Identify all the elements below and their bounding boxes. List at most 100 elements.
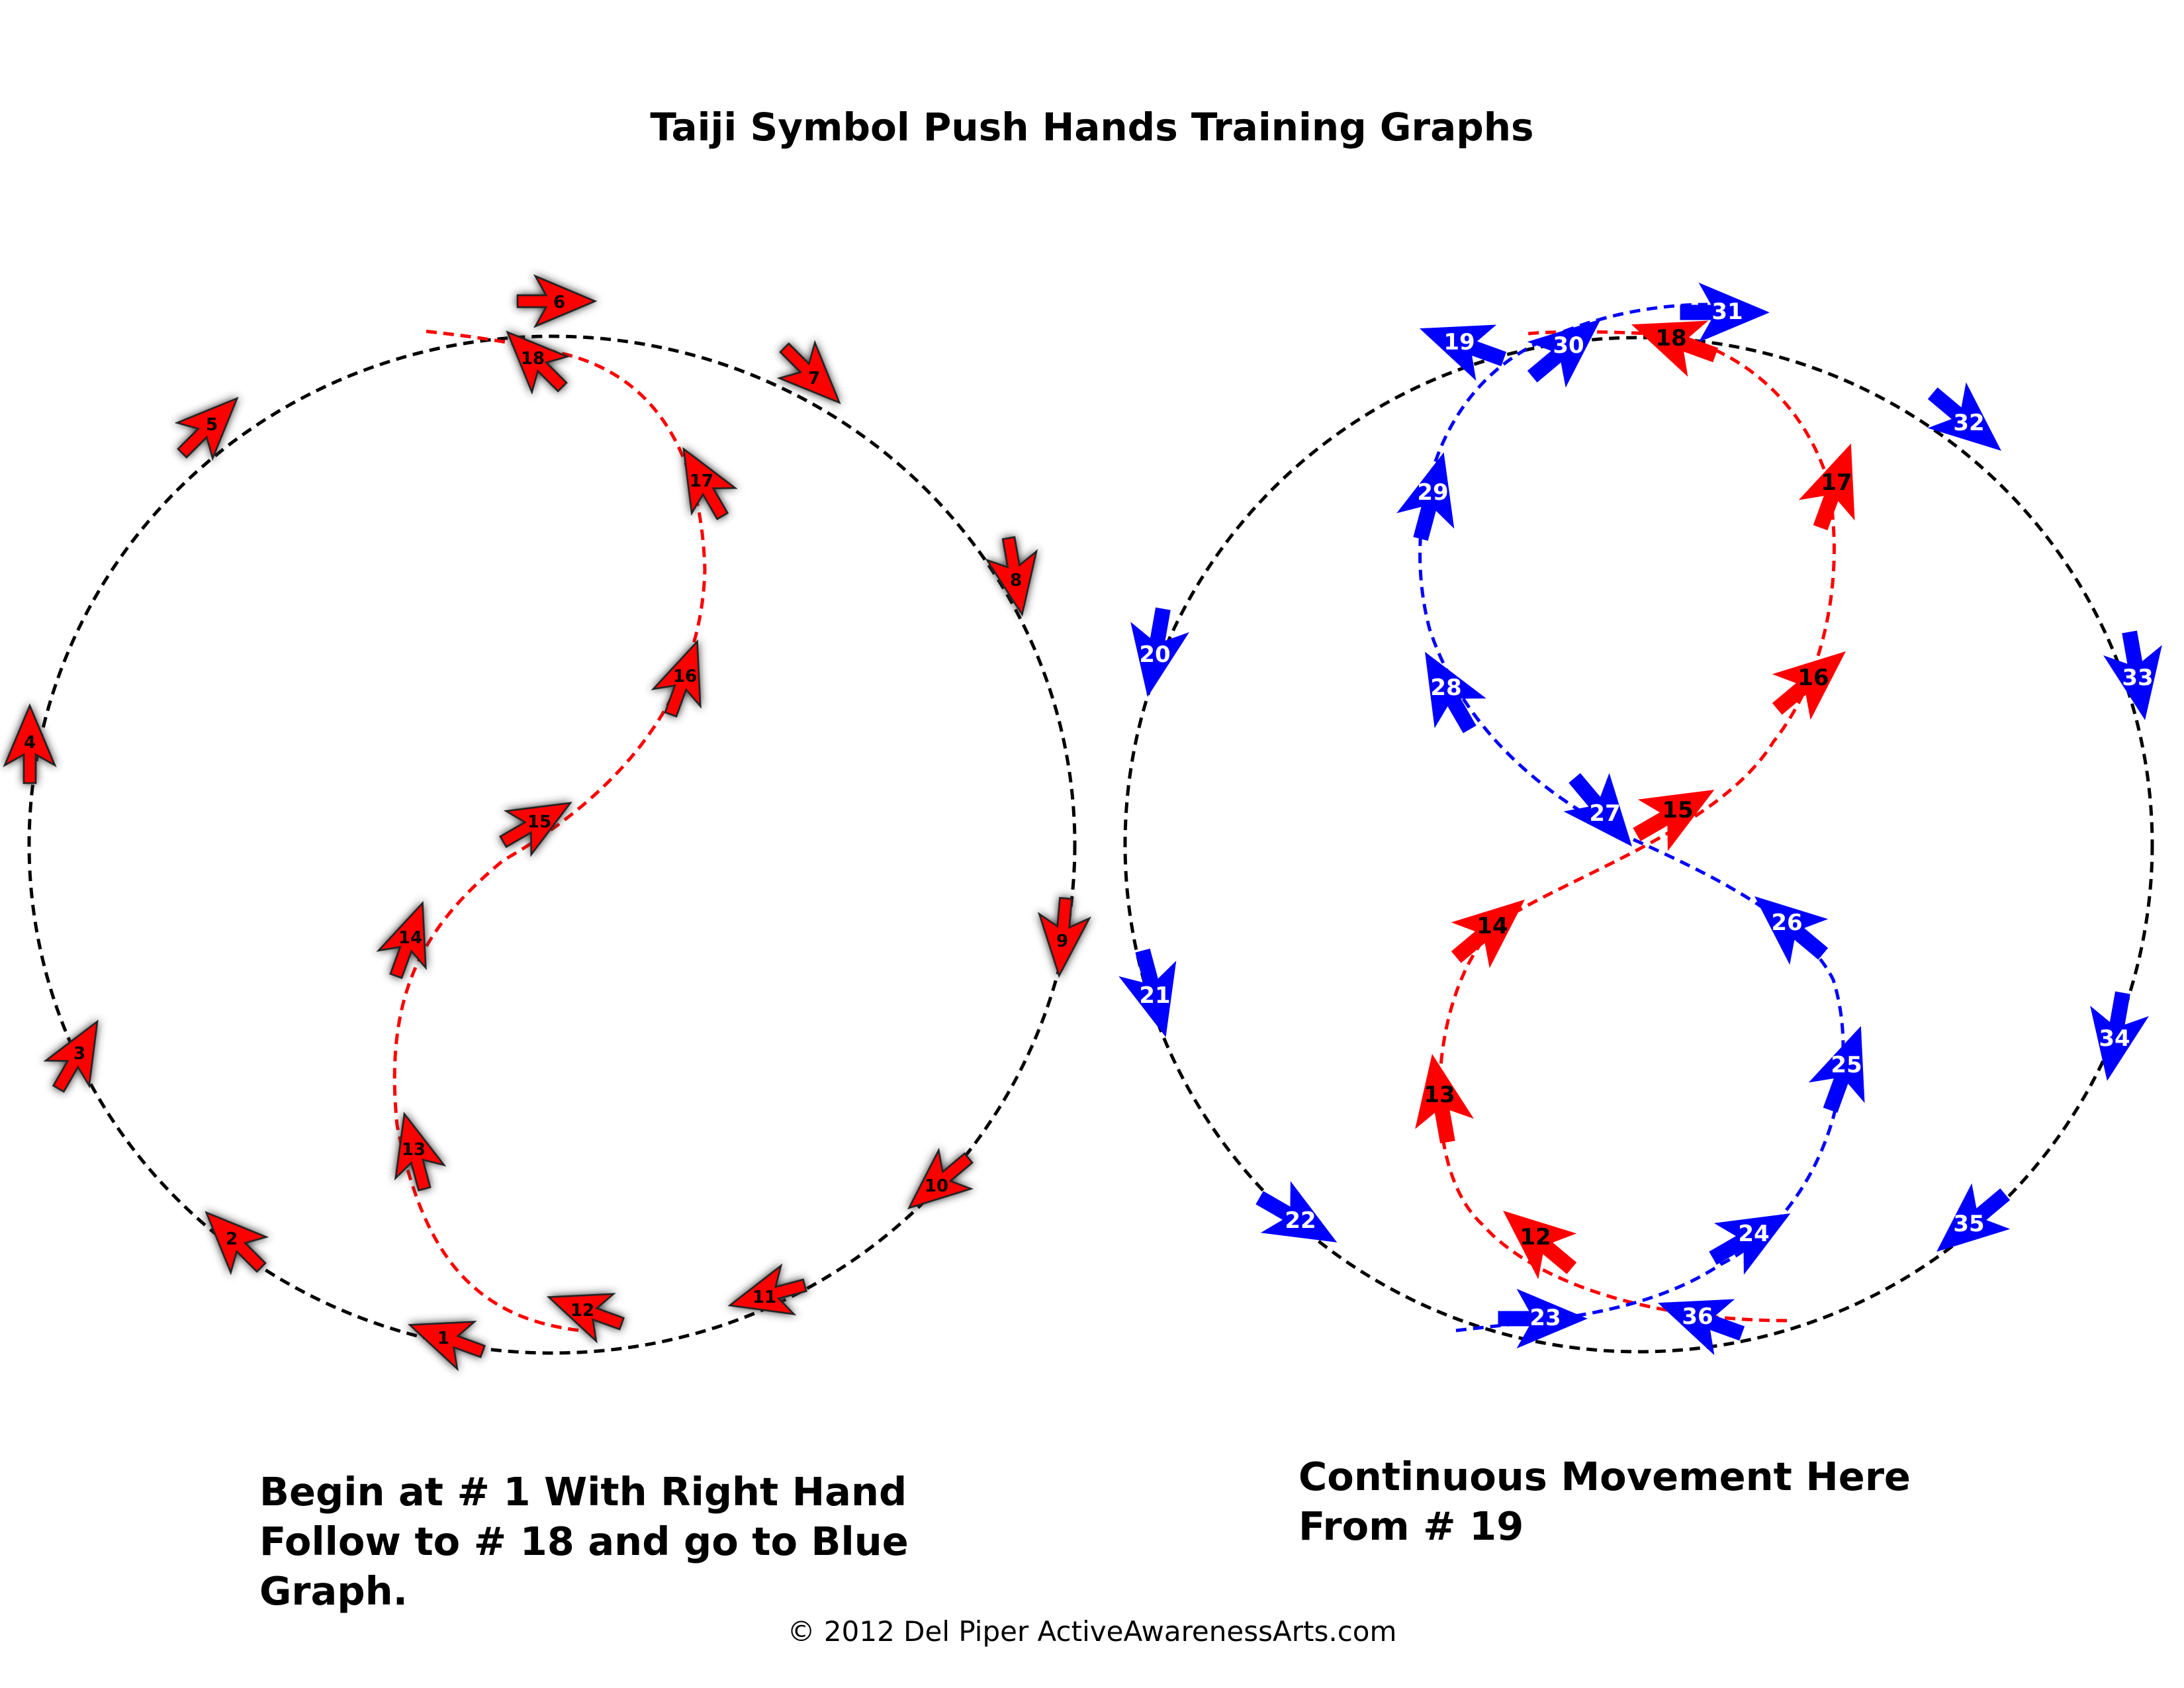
arrow-label-10: 10	[925, 1176, 948, 1196]
arrow-label-5: 5	[206, 415, 218, 435]
arrow-marker-12	[546, 1293, 625, 1344]
arrow-marker-24	[1709, 1213, 1791, 1275]
right-graph: 1213141516171819202122232425262728293031…	[1118, 282, 2162, 1356]
arrow-marker-20	[1130, 607, 1189, 697]
left-caption-line-3: Graph.	[259, 1568, 408, 1614]
arrow-label-25: 25	[1831, 1052, 1862, 1078]
left-caption-line-1: Begin at # 1 With Right Hand	[259, 1469, 907, 1515]
arrow-label-15: 15	[1662, 797, 1693, 823]
arrow-marker-31	[1680, 282, 1770, 343]
arrow-marker-8	[985, 536, 1038, 617]
diagram-title: Taiji Symbol Push Hands Training Graphs	[650, 105, 1534, 150]
right-blue-figure-eight-path	[1418, 303, 1845, 1333]
arrow-label-33: 33	[2122, 665, 2153, 691]
arrow-label-18: 18	[521, 349, 545, 369]
arrow-label-2: 2	[226, 1229, 238, 1249]
arrow-marker-17	[682, 447, 738, 520]
arrow-marker-16	[1772, 651, 1846, 720]
arrow-label-14: 14	[398, 928, 422, 948]
arrow-marker-5	[174, 397, 239, 461]
arrow-label-12: 12	[1520, 1224, 1551, 1250]
arrow-label-24: 24	[1738, 1221, 1769, 1247]
arrow-marker-36	[1657, 1299, 1745, 1356]
left-instructions: Begin at # 1 With Right Hand Follow to #…	[259, 1467, 987, 1616]
arrow-label-17: 17	[690, 471, 713, 491]
arrow-marker-12	[1503, 1210, 1577, 1280]
arrow-label-8: 8	[1010, 571, 1022, 590]
right-caption-line-2: From # 19	[1298, 1503, 1524, 1549]
arrow-label-12: 12	[570, 1301, 594, 1321]
arrow-marker-14	[376, 900, 427, 980]
arrow-label-36: 36	[1682, 1303, 1713, 1330]
arrow-label-1: 1	[437, 1329, 449, 1348]
arrow-label-6: 6	[553, 293, 565, 312]
arrow-label-11: 11	[752, 1288, 776, 1307]
arrow-label-9: 9	[1056, 931, 1068, 951]
arrow-label-35: 35	[1953, 1211, 1984, 1237]
arrow-marker-33	[2103, 630, 2162, 720]
arrow-marker-17	[1798, 443, 1855, 531]
arrow-marker-26	[1754, 896, 1829, 965]
arrow-marker-13	[394, 1111, 447, 1192]
arrow-label-4: 4	[24, 733, 36, 753]
arrow-marker-29	[1396, 452, 1455, 541]
right-arrow-markers: 1213141516171819202122232425262728293031…	[1118, 282, 2162, 1356]
arrow-label-16: 16	[1797, 665, 1829, 691]
arrow-label-3: 3	[73, 1044, 85, 1064]
arrow-label-13: 13	[1424, 1082, 1455, 1108]
arrow-label-28: 28	[1430, 675, 1461, 701]
arrow-marker-19	[1419, 324, 1507, 381]
left-outer-circle	[27, 334, 1077, 1355]
right-outer-circle	[1123, 336, 2154, 1354]
arrow-marker-34	[2090, 991, 2149, 1081]
arrow-label-34: 34	[2099, 1025, 2130, 1052]
arrow-label-19: 19	[1443, 329, 1475, 355]
arrow-marker-6	[516, 274, 598, 328]
right-red-figure-eight-path	[1437, 330, 1836, 1323]
right-caption-line-1: Continuous Movement Here	[1298, 1454, 1911, 1499]
arrow-marker-35	[1936, 1183, 2011, 1252]
arrow-label-26: 26	[1771, 910, 1802, 936]
arrow-marker-14	[1451, 899, 1525, 968]
arrow-marker-30	[1527, 318, 1601, 388]
arrow-label-15: 15	[527, 812, 551, 832]
arrow-label-13: 13	[402, 1140, 426, 1160]
copyright-notice: © 2012 Del Piper ActiveAwarenessArts.com	[787, 1615, 1397, 1648]
right-instructions: Continuous Movement Here From # 19	[1298, 1452, 2026, 1551]
arrow-label-20: 20	[1139, 641, 1170, 668]
arrow-marker-7	[776, 340, 841, 404]
left-caption-line-2: Follow to # 18 and go to Blue	[259, 1519, 909, 1564]
arrow-marker-15	[499, 802, 572, 857]
arrow-label-22: 22	[1285, 1207, 1316, 1234]
arrow-marker-21	[1118, 948, 1177, 1037]
arrow-label-7: 7	[808, 369, 820, 389]
arrow-label-14: 14	[1477, 913, 1508, 939]
arrow-marker-27	[1563, 773, 1633, 847]
arrow-marker-18	[1631, 320, 1719, 377]
arrow-label-23: 23	[1529, 1305, 1561, 1331]
arrow-label-16: 16	[673, 667, 697, 686]
arrow-marker-4	[3, 703, 57, 784]
arrow-label-32: 32	[1953, 410, 1984, 436]
arrow-marker-13	[1415, 1054, 1474, 1144]
arrow-label-18: 18	[1655, 325, 1686, 352]
arrow-marker-18	[506, 330, 570, 395]
arrow-marker-25	[1808, 1025, 1865, 1113]
arrow-label-29: 29	[1417, 479, 1448, 506]
arrow-marker-9	[1037, 896, 1091, 978]
arrow-marker-15	[1633, 790, 1715, 851]
arrow-label-30: 30	[1553, 332, 1584, 359]
arrow-marker-1	[407, 1321, 486, 1372]
left-s-curve-path	[392, 329, 707, 1334]
arrow-marker-3	[43, 1019, 99, 1093]
arrow-marker-32	[1927, 382, 2001, 451]
arrow-marker-16	[651, 639, 702, 718]
arrow-marker-2	[205, 1211, 269, 1276]
arrow-label-27: 27	[1589, 800, 1620, 827]
arrow-label-21: 21	[1139, 982, 1170, 1009]
arrow-marker-28	[1425, 651, 1486, 733]
arrow-marker-11	[727, 1263, 807, 1316]
